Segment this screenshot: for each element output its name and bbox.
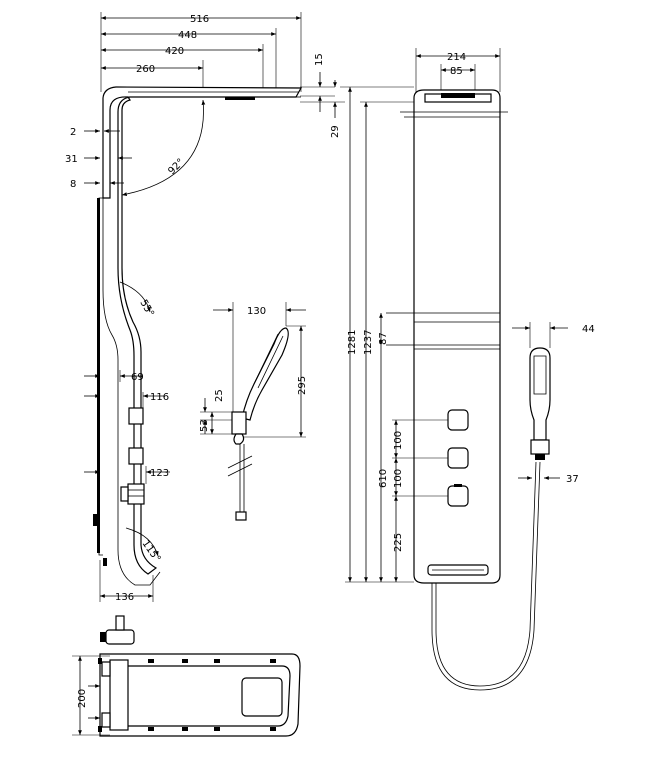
dim-200: 200: [77, 689, 88, 708]
dim-225: 225: [393, 533, 404, 552]
top-view: 200: [72, 615, 301, 737]
dim-15: 15: [314, 53, 325, 66]
angle-55: 55°: [137, 298, 155, 319]
dim-448: 448: [178, 30, 197, 41]
dim-29: 29: [330, 125, 341, 138]
hand-shower-view: 130 295 25 53: [199, 302, 308, 521]
front-view: 214 85 1281 1237 87 610: [340, 48, 595, 691]
dim-69: 69: [131, 372, 144, 383]
dim-25: 25: [214, 389, 225, 402]
dim-8: 8: [70, 179, 76, 190]
dim-44: 44: [582, 324, 595, 335]
side-view: 516 448 420 260 15 29: [65, 12, 345, 603]
angle-92: 92°: [166, 157, 186, 177]
dim-37: 37: [566, 474, 579, 485]
dim-85: 85: [450, 66, 463, 77]
dim-260: 260: [136, 64, 155, 75]
dim-136: 136: [115, 592, 134, 603]
dim-130: 130: [247, 306, 266, 317]
dim-116: 116: [150, 392, 169, 403]
dim-31: 31: [65, 154, 78, 165]
dim-610: 610: [378, 469, 389, 488]
dim-214: 214: [447, 52, 466, 63]
dim-87: 87: [378, 332, 389, 345]
dim-123: 123: [150, 468, 169, 479]
dim-100-b: 100: [393, 469, 404, 488]
dim-1237: 1237: [363, 330, 374, 355]
dim-53: 53: [199, 419, 210, 432]
dim-1281: 1281: [347, 330, 358, 355]
dim-100-a: 100: [393, 431, 404, 450]
dim-516: 516: [190, 14, 209, 25]
dim-420: 420: [165, 46, 184, 57]
dim-2: 2: [70, 127, 76, 138]
dim-295: 295: [297, 376, 308, 395]
